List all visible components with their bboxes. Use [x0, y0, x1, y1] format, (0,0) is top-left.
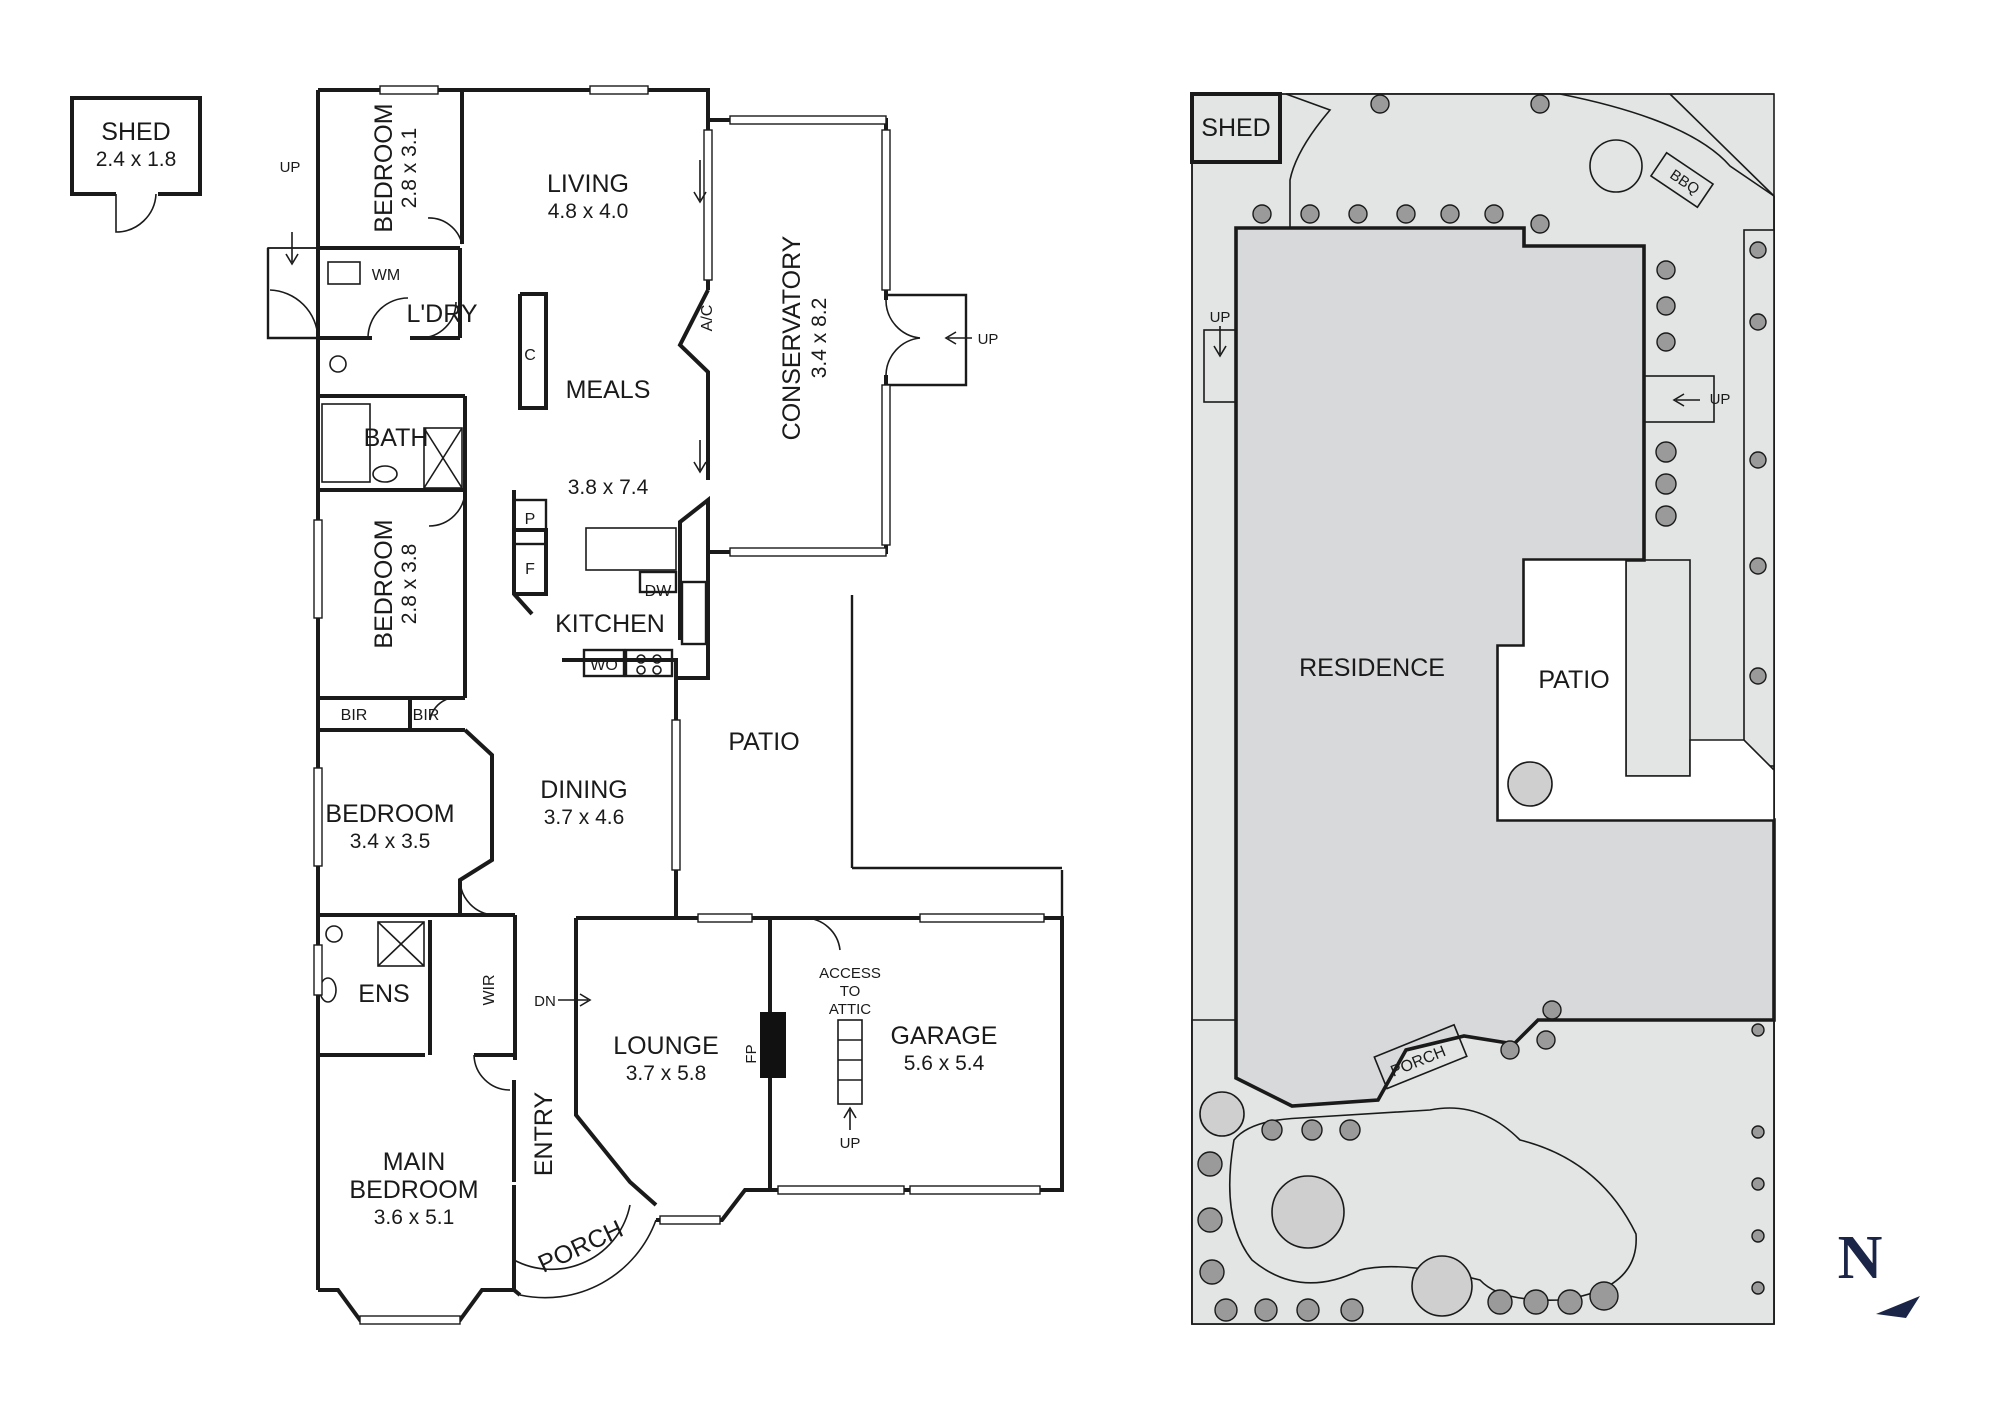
compass-letter: N [1838, 1224, 1883, 1292]
fireplace-label: FP [743, 1044, 760, 1063]
entry-label: ENTRY [530, 1092, 558, 1177]
bir-2-label: BIR [413, 707, 440, 724]
site-up-marker-1: UP [1210, 309, 1231, 326]
cupboard-c-label: C [524, 347, 536, 364]
bedroom-c-label: BEDROOM [325, 800, 454, 828]
up-marker-2: UP [978, 331, 999, 348]
meals-label: MEALS [566, 376, 651, 404]
attic-line-3: ATTIC [829, 1001, 871, 1018]
bath-label: BATH [364, 424, 429, 452]
bir-1-label: BIR [341, 707, 368, 724]
ac-label: A/C [699, 305, 716, 332]
dining-label: DINING [540, 776, 628, 804]
shed-label: SHED [101, 118, 170, 146]
down-marker: DN [534, 993, 556, 1010]
site-up-marker-2: UP [1710, 391, 1731, 408]
main-bedroom-size: 3.6 x 5.1 [374, 1206, 455, 1229]
shed-size: 2.4 x 1.8 [96, 148, 177, 171]
site-patio-label: PATIO [1538, 666, 1609, 694]
patio-label: PATIO [728, 728, 799, 756]
shed-outbuilding: SHED 2.4 x 1.8 [70, 96, 202, 233]
conservatory-size: 3.4 x 8.2 [808, 298, 831, 379]
living-size: 4.8 x 4.0 [548, 200, 629, 223]
floor-plan-labels: BEDROOM 2.8 x 3.1 UP LIVING 4.8 x 4.0 CO… [280, 103, 999, 1278]
floor-plan-doors [269, 217, 921, 1299]
site-trees [1199, 761, 1553, 1317]
up-marker-3: UP [840, 1135, 861, 1152]
porch-label: PORCH [534, 1215, 628, 1279]
dining-size: 3.7 x 4.6 [544, 806, 625, 829]
north-compass: N [1838, 1224, 1920, 1318]
pantry-p-label: P [525, 511, 536, 528]
fridge-f-label: F [525, 561, 535, 578]
floor-plan-stair-markers [267, 160, 972, 1007]
laundry-label: L'DRY [406, 300, 477, 328]
up-marker-1: UP [280, 159, 301, 176]
bedroom-b-label: BEDROOM [370, 519, 398, 648]
wm-label: WM [372, 267, 400, 284]
garage-label: GARAGE [891, 1022, 998, 1050]
attic-line-2: TO [840, 983, 861, 1000]
attic-line-1: ACCESS [819, 965, 881, 982]
bedroom-a-size: 2.8 x 3.1 [398, 128, 421, 209]
lounge-label: LOUNGE [613, 1032, 719, 1060]
site-shrubs [1197, 94, 1767, 1322]
main-bedroom-line-1: MAIN [383, 1148, 446, 1176]
conservatory-label: CONSERVATORY [778, 235, 806, 440]
meals-size: 3.8 x 7.4 [568, 476, 649, 499]
main-bedroom-line-2: BEDROOM [349, 1176, 478, 1204]
wir-label: WIR [481, 974, 498, 1005]
dishwasher-label: DW [645, 583, 673, 600]
kitchen-label: KITCHEN [555, 610, 665, 638]
garage-size: 5.6 x 5.4 [904, 1052, 985, 1075]
site-residence-label: RESIDENCE [1299, 654, 1445, 682]
bedroom-b-size: 2.8 x 3.8 [398, 544, 421, 625]
bedroom-a-label: BEDROOM [370, 103, 398, 232]
living-label: LIVING [547, 170, 629, 198]
wall-oven-label: WO [590, 657, 618, 674]
lounge-size: 3.7 x 5.8 [626, 1062, 707, 1085]
compass-arrow-icon [1876, 1296, 1920, 1318]
ensuite-label: ENS [358, 980, 409, 1008]
site-plan: BBQ SHED RESIDENCE PATIO UP UP PORCH [1190, 92, 1776, 1325]
floor-plan-windows [313, 85, 1045, 1325]
site-shed-label: SHED [1201, 114, 1270, 142]
bedroom-c-size: 3.4 x 3.5 [350, 830, 431, 853]
